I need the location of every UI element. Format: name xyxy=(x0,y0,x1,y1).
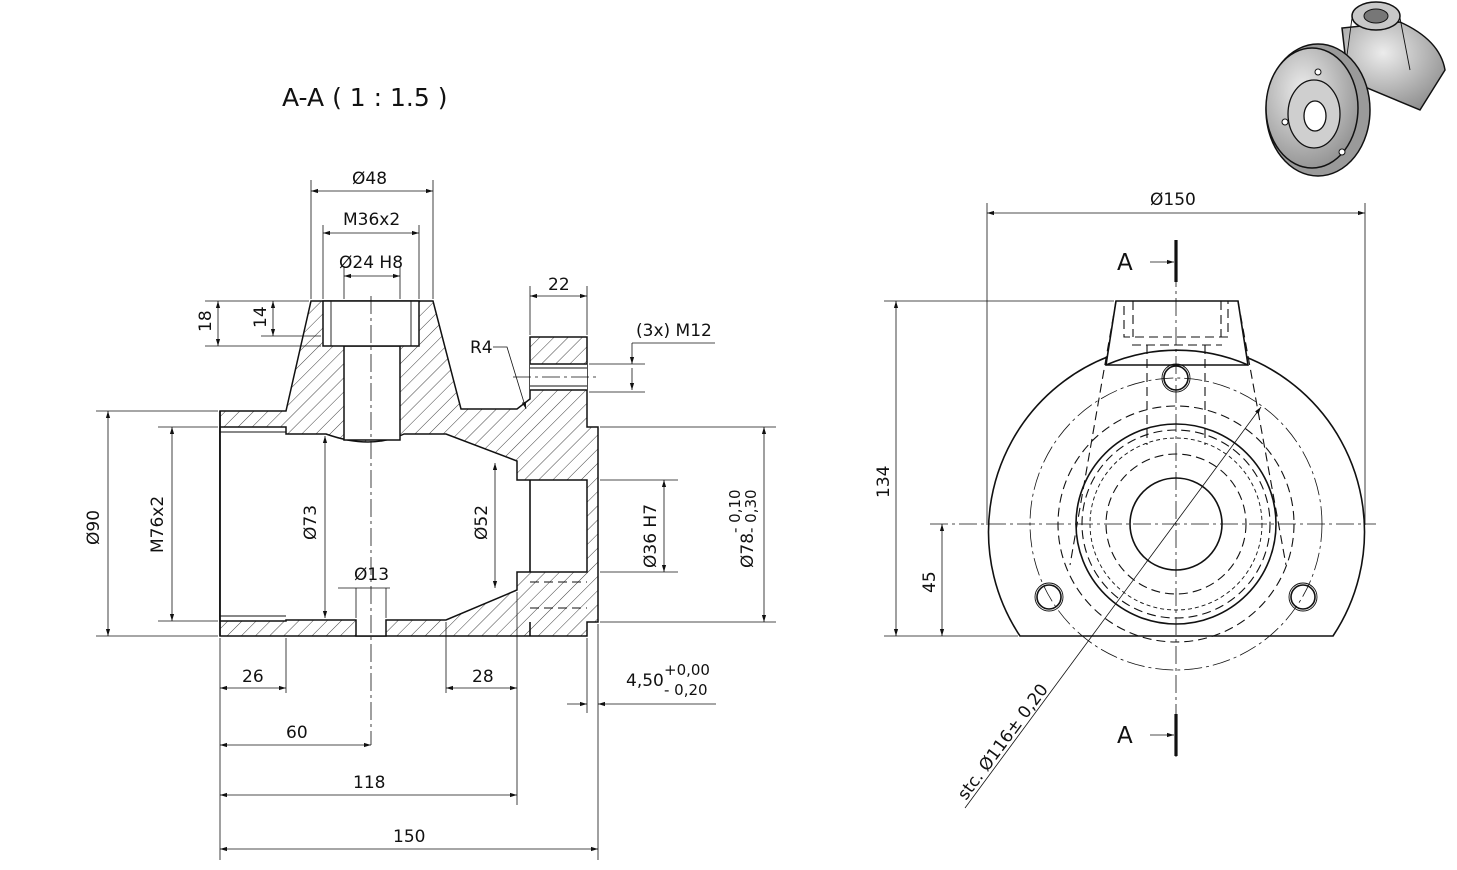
dim-d36: Ø36 H7 xyxy=(641,504,661,568)
dim-pcd: stc. Ø116± 0,20 xyxy=(954,680,1053,804)
dim-m36: M36x2 xyxy=(343,210,400,230)
dim-l60: 60 xyxy=(286,723,308,743)
dim-l28: 28 xyxy=(472,667,494,687)
dim-d78: Ø78 xyxy=(738,533,758,568)
dim-t450-lower: - 0,20 xyxy=(664,681,708,699)
front-view: A A Ø150 134 45 stc. Ø116± 0,20 xyxy=(874,190,1376,809)
dim-m76: M76x2 xyxy=(148,496,168,553)
dim-h45: 45 xyxy=(920,571,940,593)
dim-l150: 150 xyxy=(393,827,425,847)
dim-d48: Ø48 xyxy=(352,169,387,189)
cut-label-top: A xyxy=(1117,250,1133,276)
cut-label-bottom: A xyxy=(1117,723,1133,749)
dim-t450: 4,50 xyxy=(626,671,664,691)
section-view: Ø48 M36x2 Ø24 H8 18 14 22 R4 (3x) M12 xyxy=(84,169,776,860)
dim-d90: Ø90 xyxy=(84,510,104,545)
dim-l118: 118 xyxy=(353,773,385,793)
iso-view xyxy=(1265,1,1446,177)
dim-d78-upper: - 0,10 xyxy=(726,489,744,533)
dim-r4: R4 xyxy=(470,338,493,358)
dim-holes: (3x) M12 xyxy=(636,321,712,341)
dim-d78-lower: - 0,30 xyxy=(742,489,760,533)
dim-t450-upper: +0,00 xyxy=(664,661,710,679)
top-bore xyxy=(343,345,401,441)
dim-d52: Ø52 xyxy=(472,505,492,540)
dim-d13: Ø13 xyxy=(354,565,389,585)
dim-h134: 134 xyxy=(874,466,894,498)
dim-l26: 26 xyxy=(242,667,264,687)
dim-h14: 14 xyxy=(251,306,271,328)
dim-d73: Ø73 xyxy=(301,505,321,540)
dim-h18: 18 xyxy=(196,310,216,332)
dim-d24: Ø24 H8 xyxy=(339,253,403,273)
flange-outline xyxy=(987,343,1366,637)
dim-d150: Ø150 xyxy=(1150,190,1196,210)
section-title: A-A ( 1 : 1.5 ) xyxy=(282,83,447,112)
dim-w22: 22 xyxy=(548,275,570,295)
